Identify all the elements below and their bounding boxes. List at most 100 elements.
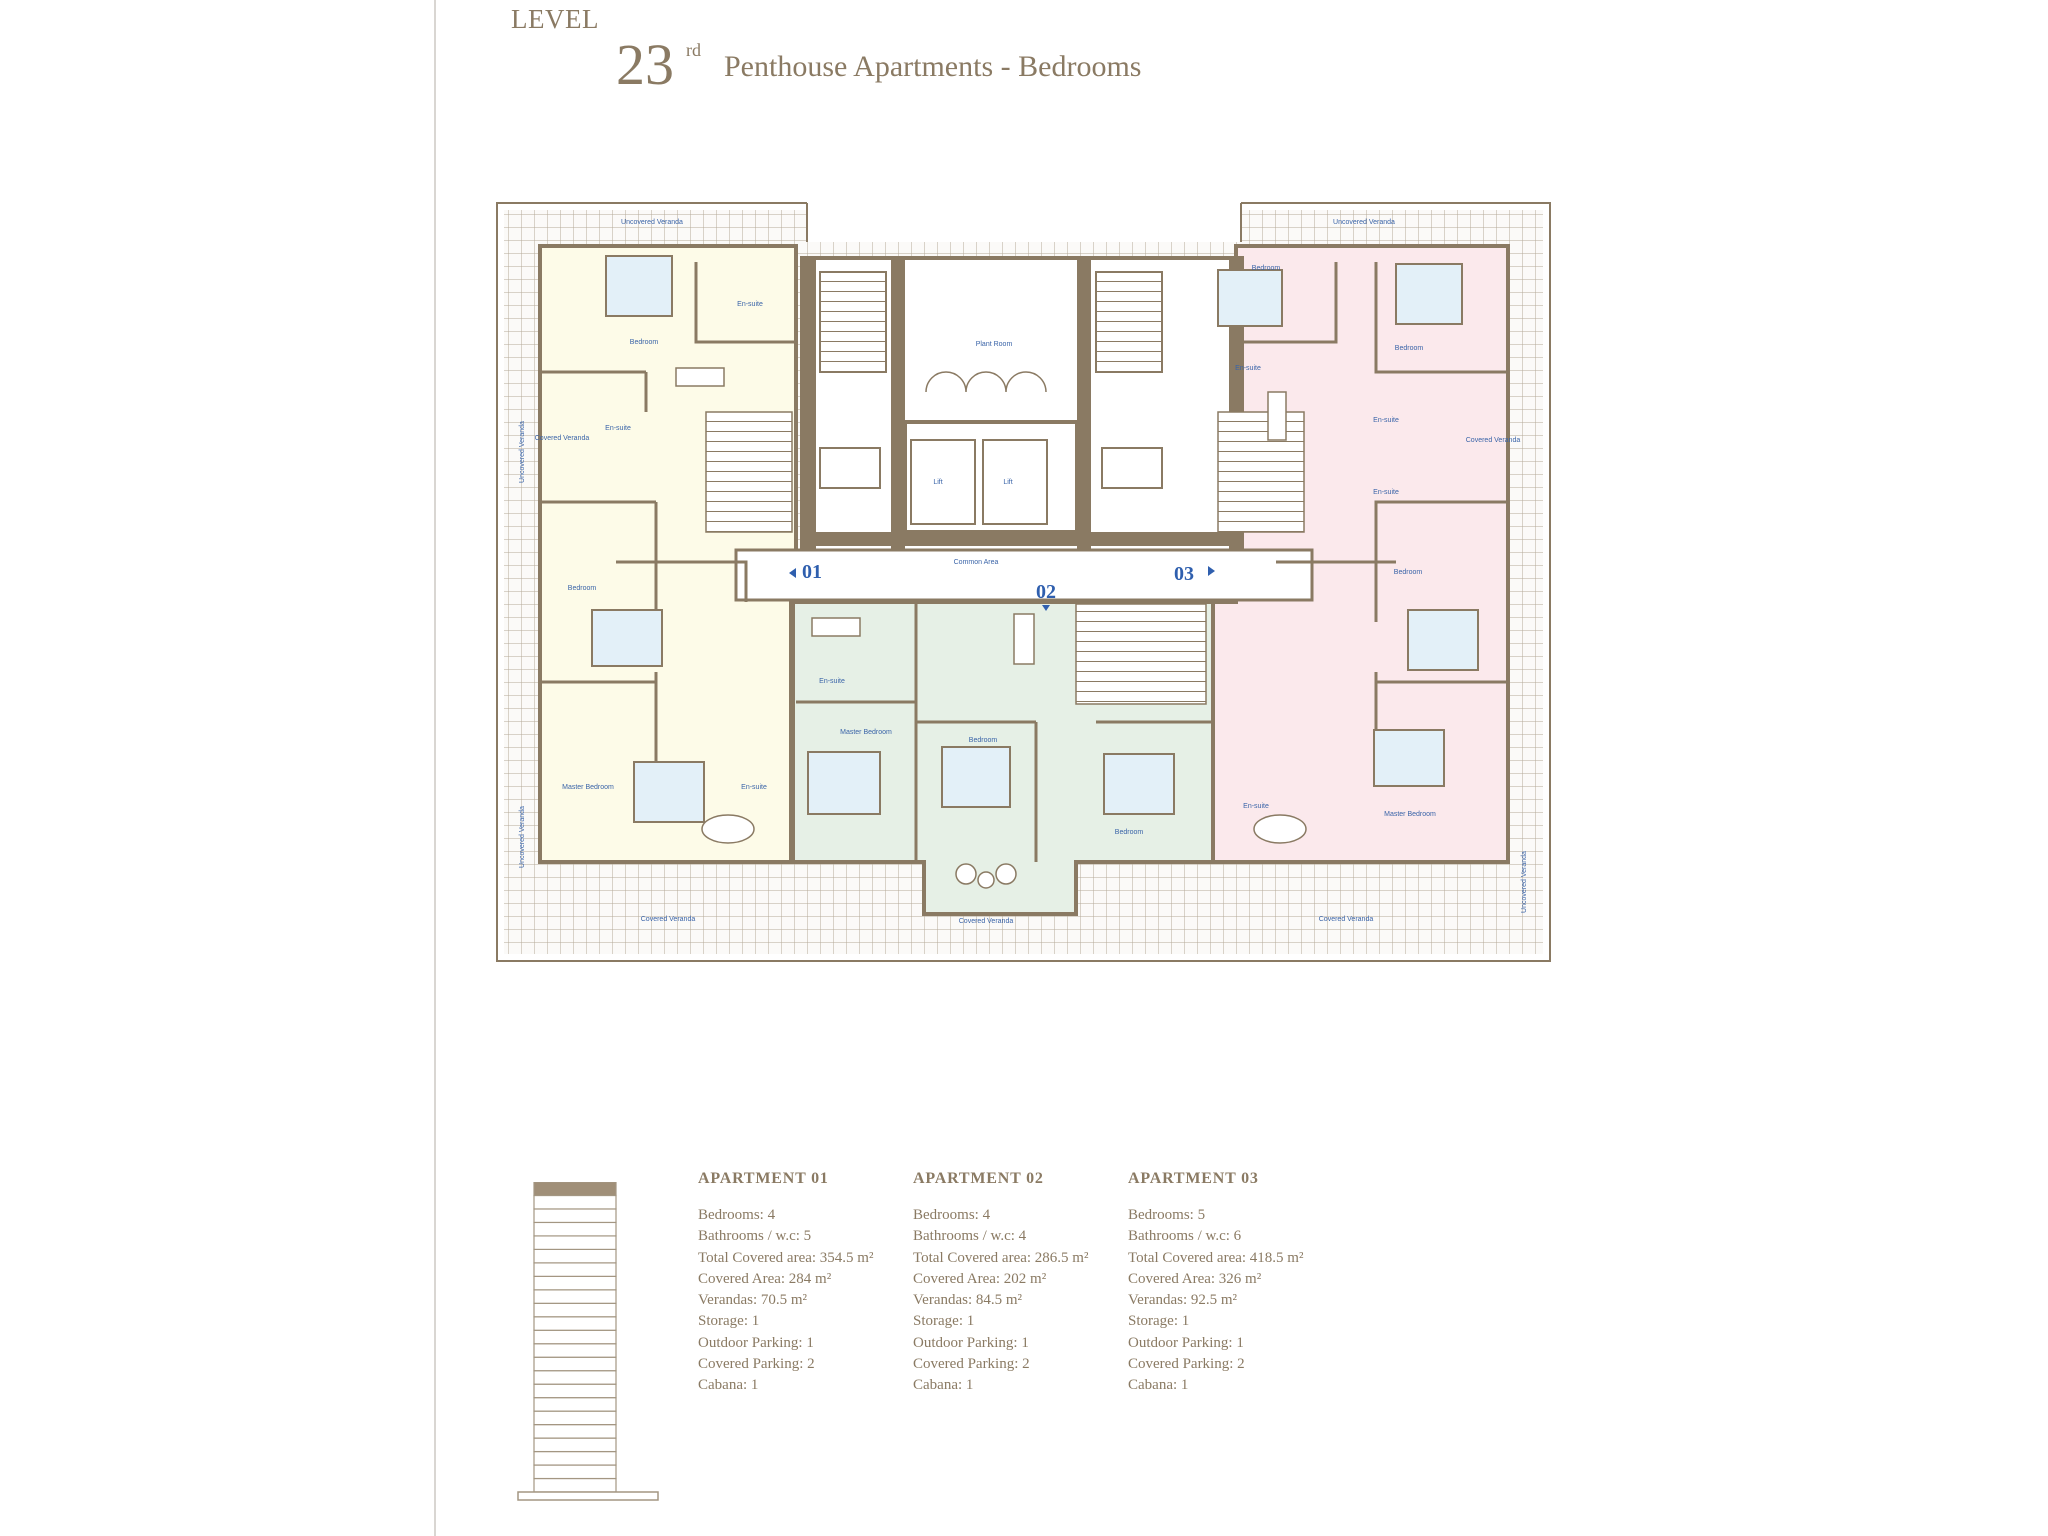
spec-line: Verandas: 84.5 m²	[913, 1292, 1023, 1309]
beds	[591, 255, 1479, 823]
tower-floor	[533, 1477, 617, 1493]
label-bedroom-03b: Bedroom	[1395, 345, 1424, 352]
spec-line: Covered Area: 326 m²	[1128, 1270, 1262, 1287]
spec-line: Covered Area: 202 m²	[913, 1270, 1047, 1287]
spec-line: Verandas: 70.5 m²	[698, 1292, 808, 1309]
marker-apartment-01: 01	[802, 561, 822, 583]
tower-floor	[533, 1410, 617, 1426]
spec-line: Covered Parking: 2	[1128, 1356, 1245, 1373]
spec-line: Total Covered area: 286.5 m²	[913, 1249, 1089, 1266]
spec-line: Bathrooms / w.c: 5	[698, 1228, 812, 1245]
label-bedroom-03c: Bedroom	[1394, 569, 1423, 576]
label-bedroom-03a: Bedroom	[1252, 265, 1281, 272]
label-plant-room: Plant Room	[976, 341, 1013, 348]
tower-floor	[533, 1464, 617, 1480]
label-covered-veranda-s1: Covered Veranda	[641, 916, 696, 923]
label-covered-veranda-s3: Covered Veranda	[1319, 916, 1374, 923]
stair-core-left	[819, 271, 887, 373]
tower-elevation-icon	[517, 1182, 659, 1501]
spec-line: Total Covered area: 418.5 m²	[1128, 1249, 1304, 1266]
tower-floor	[533, 1383, 617, 1399]
spec-line: Bedrooms: 5	[1128, 1207, 1206, 1223]
apartment-03-title: APARTMENT 03	[1128, 1170, 1259, 1187]
spec-line: Covered Parking: 2	[913, 1356, 1030, 1373]
spec-line: Bathrooms / w.c: 6	[1128, 1228, 1242, 1245]
apartment-01-title: APARTMENT 01	[698, 1170, 829, 1187]
common-area	[734, 548, 1314, 602]
apartment-03-specs: APARTMENT 03 Bedrooms: 5 Bathrooms / w.c:…	[1128, 1170, 1303, 1397]
label-covered-veranda-s2: Covered Veranda	[959, 918, 1014, 925]
page-margin-rule	[434, 0, 436, 1536]
spec-line: Verandas: 92.5 m²	[1128, 1292, 1238, 1309]
highlighted-floor	[533, 1182, 617, 1197]
spec-line: Cabana: 1	[698, 1377, 759, 1394]
label-covered-veranda-e: Covered Veranda	[1466, 437, 1521, 444]
tower-floor	[533, 1194, 617, 1210]
level-suffix: rd	[686, 40, 701, 60]
tower-floor	[533, 1262, 617, 1277]
tower-floor	[533, 1437, 617, 1453]
label-en-suite-03a: En-suite	[1235, 365, 1261, 372]
tower-floor	[533, 1275, 617, 1291]
label-en-suite-02a: En-suite	[819, 678, 845, 685]
marker-apartment-02: 02	[1036, 581, 1056, 603]
spec-line: Bedrooms: 4	[913, 1207, 991, 1223]
label-uncovered-veranda-e: Uncovered Veranda	[1521, 851, 1528, 913]
tower-floor	[533, 1343, 617, 1358]
label-bedroom-02b: Bedroom	[1115, 829, 1144, 836]
spec-line: Storage: 1	[1128, 1313, 1190, 1330]
label-uncovered-veranda-ne: Uncovered Veranda	[1333, 219, 1395, 226]
stair-core-right	[1095, 271, 1163, 373]
label-en-suite-03c: En-suite	[1373, 489, 1399, 496]
label-uncovered-veranda-w2: Uncovered Veranda	[519, 806, 526, 868]
label-en-suite-01c: En-suite	[741, 784, 767, 791]
apartment-01-specs: APARTMENT 01 Bedrooms: 4 Bathrooms / w.c:…	[698, 1170, 873, 1397]
label-bedroom-02a: Bedroom	[969, 737, 998, 744]
label-en-suite-03b: En-suite	[1373, 417, 1399, 424]
label-lift-2: Lift	[1003, 479, 1012, 486]
spec-line: Cabana: 1	[913, 1377, 974, 1394]
tower-floor	[533, 1289, 617, 1304]
tower-base	[517, 1491, 659, 1501]
tower-floor	[533, 1208, 617, 1224]
tower-floor	[533, 1248, 617, 1264]
apartment-02-title: APARTMENT 02	[913, 1170, 1044, 1187]
tower-floor	[533, 1221, 617, 1237]
spec-line: Storage: 1	[913, 1313, 975, 1330]
spec-line: Bedrooms: 4	[698, 1207, 776, 1223]
spec-line: Outdoor Parking: 1	[698, 1334, 814, 1351]
tower-floor	[533, 1397, 617, 1412]
tower-floor	[533, 1424, 617, 1439]
apartment-markers	[789, 566, 1215, 611]
label-lift-1: Lift	[933, 479, 942, 486]
tower-floor	[533, 1316, 617, 1331]
label-bedroom-01b: Bedroom	[568, 585, 597, 592]
page-title: Penthouse Apartments - Bedrooms	[724, 50, 1142, 83]
label-master-bedroom-01: Master Bedroom	[562, 784, 614, 791]
spec-line: Storage: 1	[698, 1313, 760, 1330]
spec-line: Outdoor Parking: 1	[1128, 1334, 1244, 1351]
tower-floor	[533, 1302, 617, 1318]
spec-line: Covered Area: 284 m²	[698, 1270, 832, 1287]
apartment-03-lines: Bedrooms: 5 Bathrooms / w.c: 6 Total Cover…	[1128, 1205, 1303, 1397]
tower-floor	[533, 1450, 617, 1466]
spec-line: Covered Parking: 2	[698, 1356, 815, 1373]
tower-floor	[533, 1235, 617, 1250]
spec-line: Cabana: 1	[1128, 1377, 1189, 1394]
level-number: 23	[616, 32, 674, 97]
apartment-02-specs: APARTMENT 02 Bedrooms: 4 Bathrooms / w.c:…	[913, 1170, 1088, 1397]
label-uncovered-veranda-w1: Uncovered Veranda	[519, 421, 526, 483]
label-en-suite-01a: En-suite	[737, 301, 763, 308]
label-master-bedroom-03: Master Bedroom	[1384, 811, 1436, 818]
tower-floor	[533, 1329, 617, 1345]
tower-floor	[533, 1356, 617, 1372]
label-covered-veranda-w: Covered Veranda	[535, 435, 590, 442]
level-label: LEVEL	[511, 4, 599, 34]
floor-plan: Uncovered Veranda Uncovered Veranda Bedr…	[496, 202, 1551, 962]
apartment-02-lines: Bedrooms: 4 Bathrooms / w.c: 4 Total Cover…	[913, 1205, 1088, 1397]
spec-line: Bathrooms / w.c: 4	[913, 1228, 1027, 1245]
label-master-bedroom-02: Master Bedroom	[840, 729, 892, 736]
label-common-area: Common Area	[954, 559, 999, 566]
label-en-suite-01b: En-suite	[605, 425, 631, 432]
